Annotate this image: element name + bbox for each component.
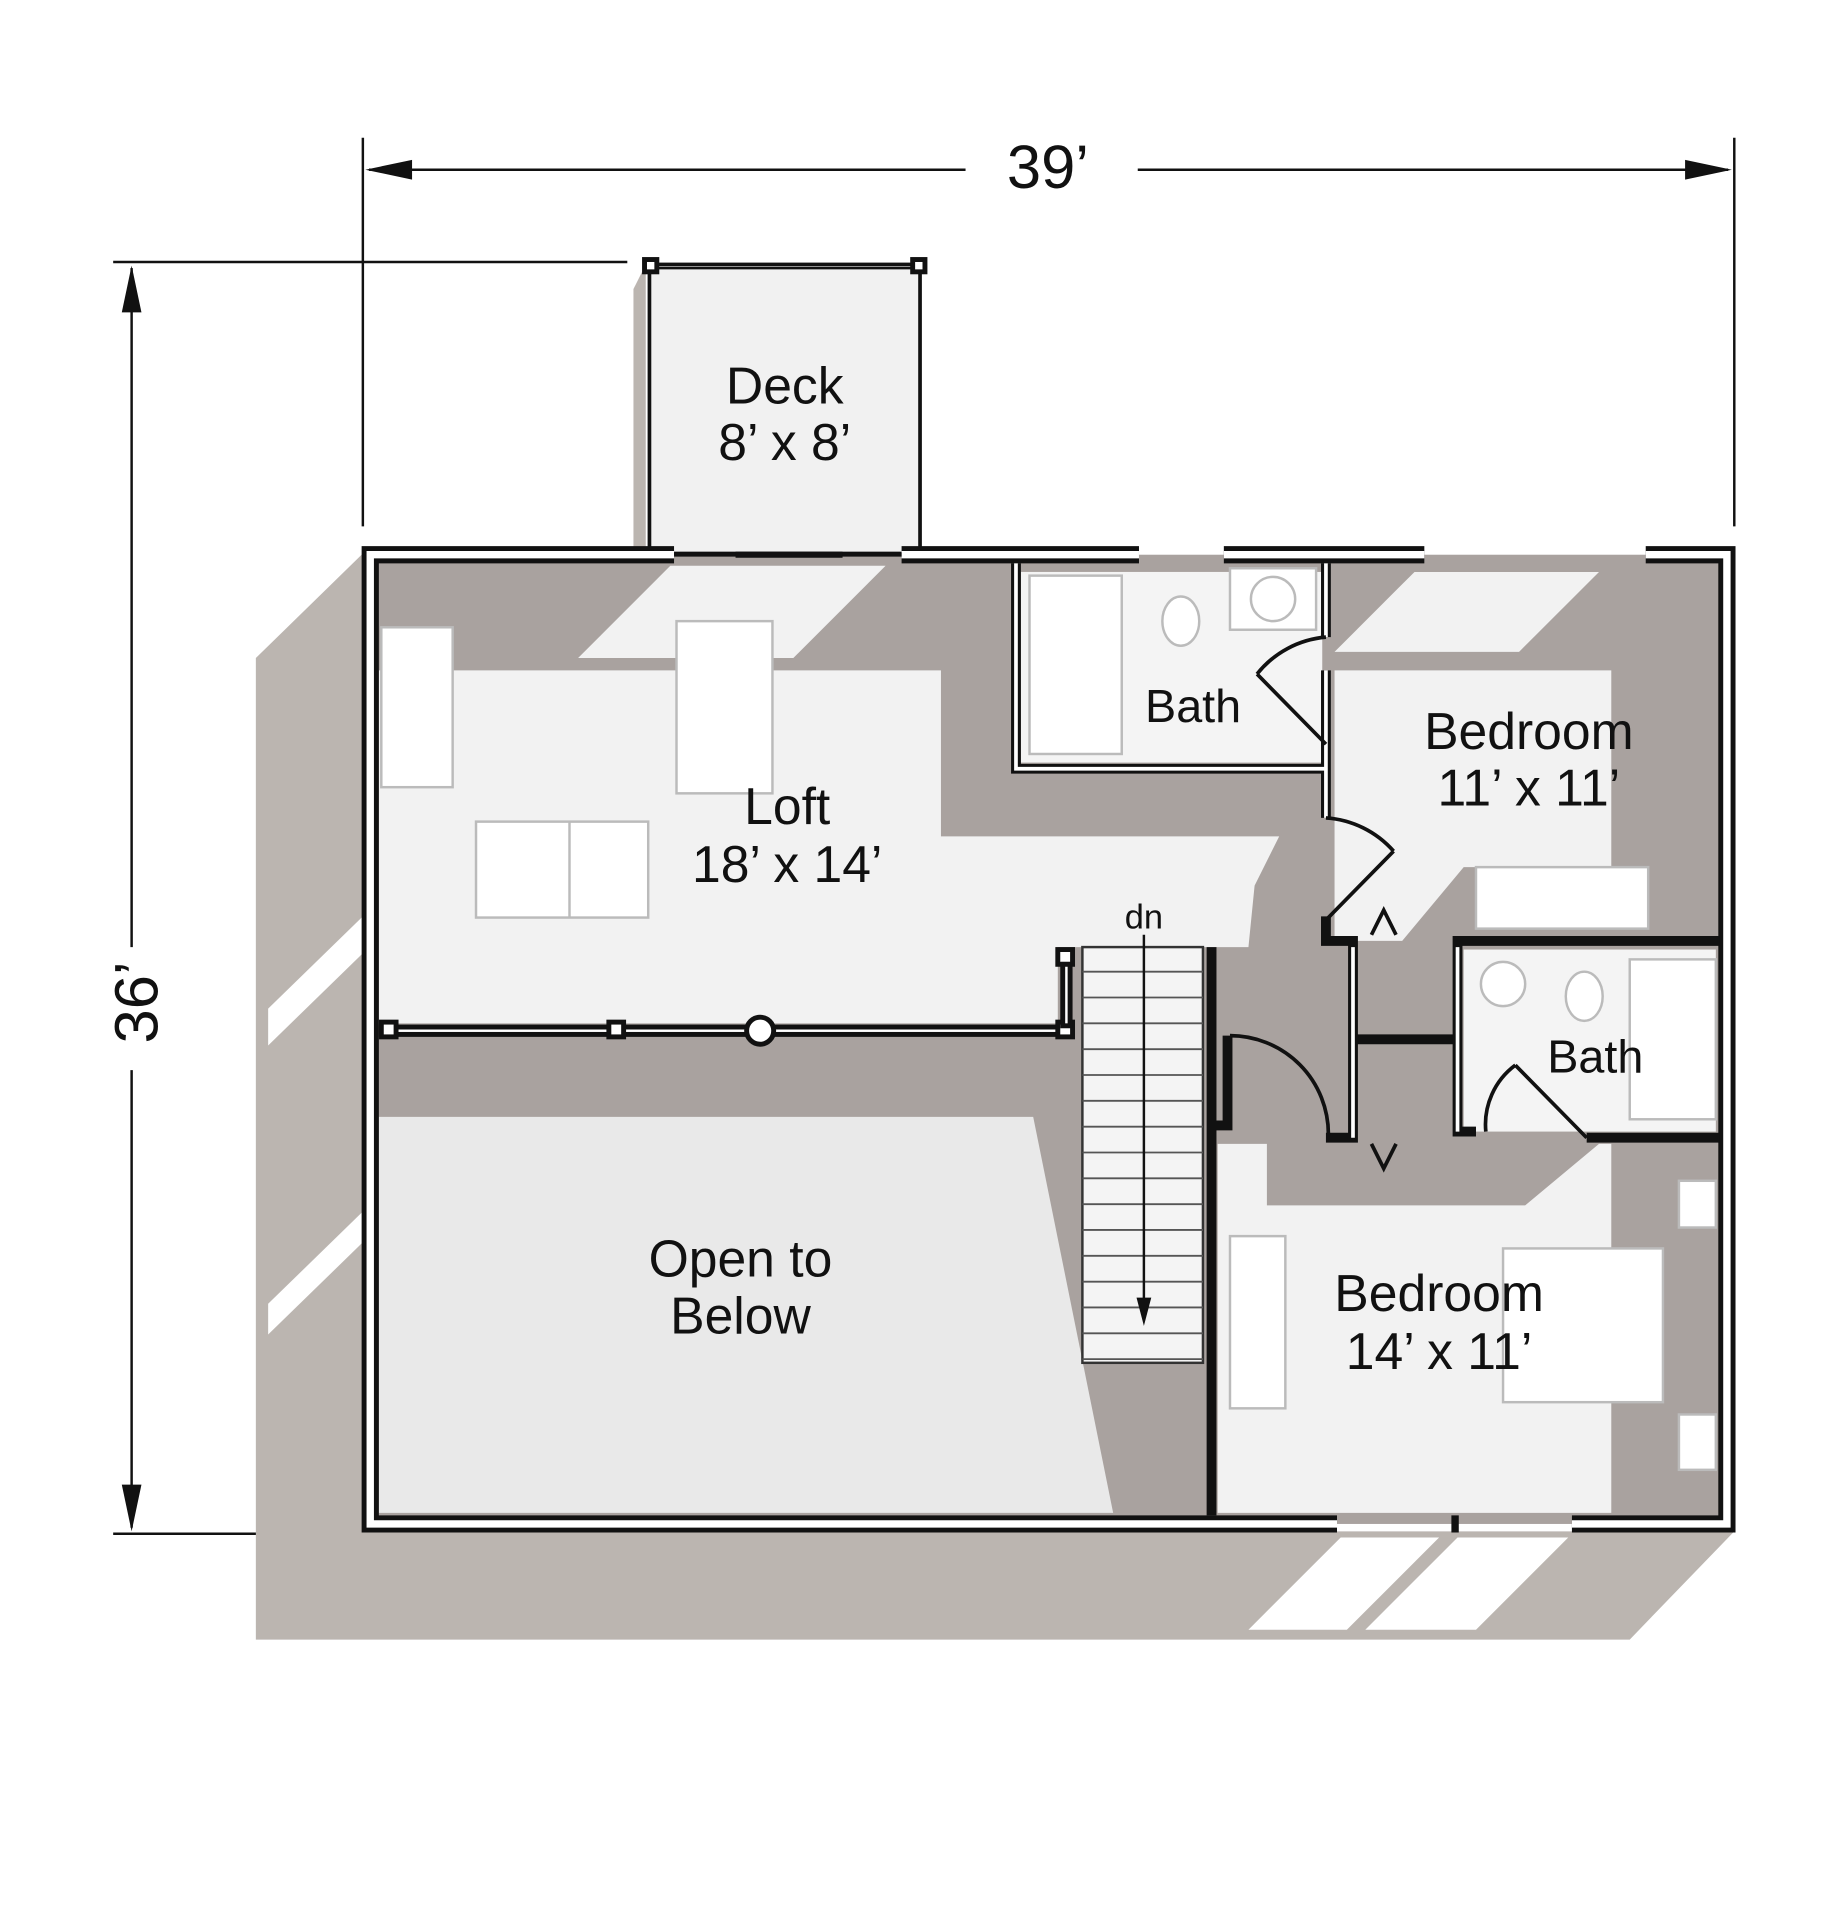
width-dimension: 39’ bbox=[361, 133, 1736, 527]
light-patch bbox=[1334, 571, 1599, 652]
deck-size: 8’ x 8’ bbox=[718, 413, 851, 471]
furniture bbox=[380, 567, 1718, 1472]
deck-shadow bbox=[633, 264, 646, 548]
walls bbox=[361, 546, 1736, 1533]
open-to-below-area bbox=[378, 1116, 1114, 1513]
bedroom-lower-name: Bedroom bbox=[1334, 1264, 1544, 1322]
open-to-below-line1: Open to bbox=[649, 1230, 833, 1288]
bath-upper-name: Bath bbox=[1145, 680, 1241, 732]
bedroom-upper-name: Bedroom bbox=[1424, 702, 1634, 760]
bedroom-lower-size: 14’ x 11’ bbox=[1346, 1322, 1533, 1380]
window-light bbox=[1248, 1537, 1440, 1630]
deck-name: Deck bbox=[726, 356, 844, 414]
width-label: 39’ bbox=[1007, 133, 1089, 202]
bedroom-lower-floor bbox=[1217, 1143, 1612, 1513]
depth-dimension: 36’ bbox=[102, 260, 628, 1536]
loft-name: Loft bbox=[744, 777, 830, 835]
deck: Deck 8’ x 8’ bbox=[642, 257, 928, 556]
open-to-below-line2: Below bbox=[670, 1286, 811, 1344]
loft-size: 18’ x 14’ bbox=[692, 835, 882, 893]
bath-lower-name: Bath bbox=[1547, 1031, 1643, 1083]
light-patch bbox=[578, 565, 886, 659]
arrow-down-icon bbox=[121, 1484, 142, 1532]
depth-label: 36’ bbox=[102, 961, 171, 1043]
stairs: dn bbox=[1081, 899, 1205, 1365]
bedroom-upper-floor bbox=[1334, 670, 1612, 941]
window-light bbox=[268, 1211, 363, 1335]
loft-floor bbox=[378, 670, 1280, 1024]
arrow-right-icon bbox=[1685, 159, 1732, 180]
window-light bbox=[268, 916, 363, 1046]
loft-railing bbox=[378, 947, 1076, 1047]
arrow-left-icon bbox=[365, 159, 413, 180]
stairs-label: dn bbox=[1125, 899, 1163, 937]
window-light bbox=[1365, 1537, 1569, 1630]
arrow-up-icon bbox=[121, 265, 142, 313]
bedroom-upper-size: 11’ x 11’ bbox=[1437, 759, 1620, 817]
arrow-down-icon bbox=[1136, 1297, 1152, 1326]
